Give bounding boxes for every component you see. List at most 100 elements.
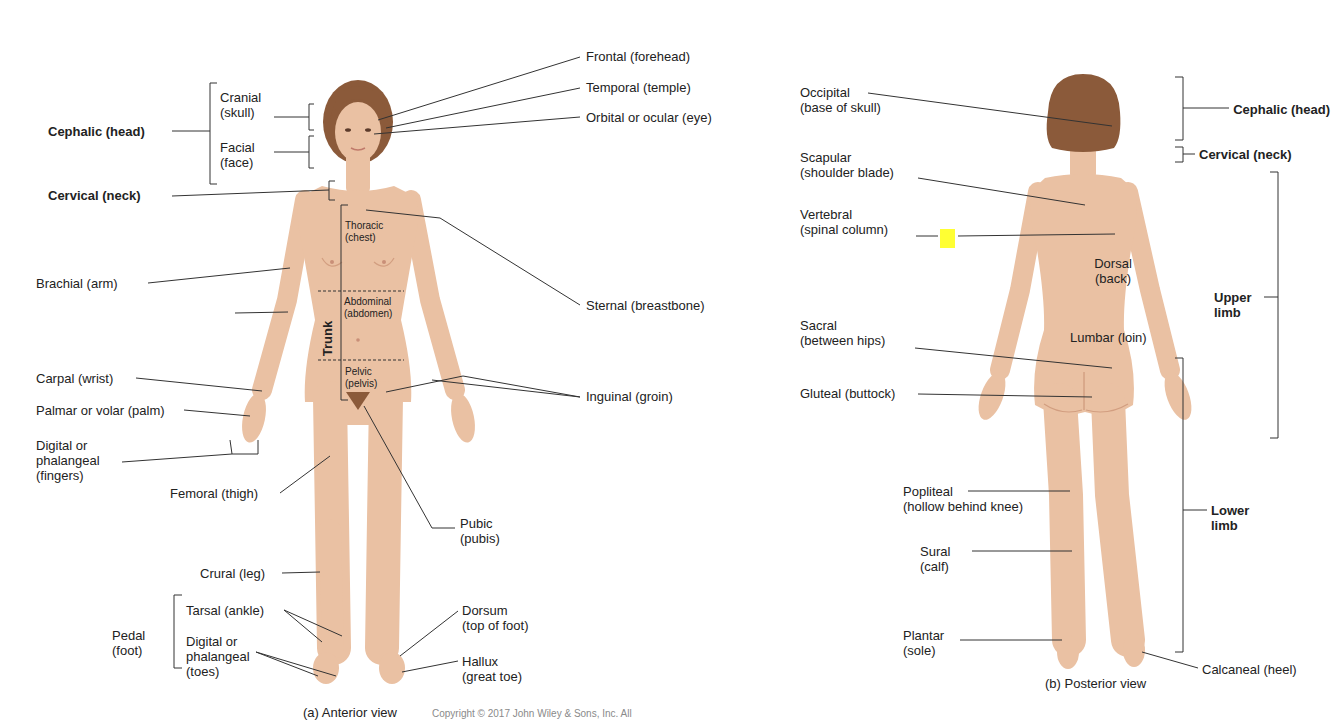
label-line: (fingers): [36, 468, 110, 483]
region-label: Abdominal (abdomen): [344, 296, 392, 320]
region-label: Cranial (skull): [220, 90, 261, 120]
label-line: Sural: [920, 544, 950, 559]
label-line: Carpal (wrist): [36, 371, 113, 386]
region-label: Vertebral (spinal column): [800, 207, 888, 237]
region-label: Plantar (sole): [903, 628, 944, 658]
region-label: Frontal (forehead): [586, 49, 690, 64]
label-line: Scapular: [800, 150, 894, 165]
label-line: Cervical (neck): [1199, 147, 1292, 162]
label-line: Tarsal (ankle): [186, 603, 264, 618]
label-line: Pelvic: [345, 366, 377, 378]
label-line: Plantar: [903, 628, 944, 643]
posterior-figure: [973, 74, 1197, 669]
label-line: Sacral: [800, 318, 885, 333]
region-label: Femoral (thigh): [170, 486, 258, 501]
region-label: Inguinal (groin): [586, 389, 673, 404]
label-line: (abdomen): [344, 308, 392, 320]
region-label: Orbital or ocular (eye): [586, 110, 712, 125]
label-line: Orbital or ocular (eye): [586, 110, 712, 125]
label-line: Thoracic: [345, 220, 383, 232]
region-label: Sternal (breastbone): [586, 298, 705, 313]
region-label: Brachial (arm): [36, 276, 118, 291]
region-group-label: Lower limb: [1211, 503, 1255, 533]
label-line: Lower limb: [1211, 503, 1255, 533]
label-line: Occipital: [800, 85, 881, 100]
region-label: Occipital (base of skull): [800, 85, 881, 115]
label-line: (foot): [112, 643, 145, 658]
label-line: (great toe): [462, 669, 522, 684]
region-label: Facial (face): [220, 140, 255, 170]
label-line: Cephalic (head): [48, 124, 145, 139]
label-line: Digital or phalangeal: [36, 438, 110, 468]
label-line: Inguinal (groin): [586, 389, 673, 404]
label-line: Cranial: [220, 90, 261, 105]
label-line: (hollow behind knee): [903, 499, 1023, 514]
region-label: Copyright © 2017 John Wiley & Sons, Inc.…: [432, 708, 632, 720]
label-line: Brachial (arm): [36, 276, 118, 291]
region-label: Crural (leg): [200, 566, 265, 581]
label-line: (sole): [903, 643, 944, 658]
label-line: (face): [220, 155, 255, 170]
label-line: Cephalic (head): [1233, 102, 1330, 117]
region-label: Sural (calf): [920, 544, 950, 574]
label-line: (spinal column): [800, 222, 888, 237]
label-line: Upper limb: [1214, 290, 1258, 320]
region-label: Pelvic (pelvis): [345, 366, 377, 390]
region-label: Hallux (great toe): [462, 654, 522, 684]
label-line: (pelvis): [345, 378, 377, 390]
label-line: (back): [1094, 271, 1132, 286]
label-line: Lumbar (loin): [1070, 330, 1147, 345]
label-line: Copyright © 2017 John Wiley & Sons, Inc.…: [432, 708, 632, 720]
region-label: Popliteal (hollow behind knee): [903, 484, 1023, 514]
highlight-box: [940, 229, 955, 248]
label-line: Dorsum: [462, 603, 528, 618]
label-line: (b) Posterior view: [1045, 676, 1146, 691]
region-group-label: Cephalic (head): [48, 124, 145, 139]
label-line: Digital or phalangeal: [186, 634, 260, 664]
region-label: Lumbar (loin): [1070, 330, 1147, 345]
label-line: Vertebral: [800, 207, 888, 222]
label-line: Facial: [220, 140, 255, 155]
label-line: (skull): [220, 105, 261, 120]
label-line: Palmar or volar (palm): [36, 403, 165, 418]
label-line: Temporal (temple): [586, 80, 691, 95]
label-line: Popliteal: [903, 484, 1023, 499]
label-line: Dorsal: [1094, 256, 1132, 271]
label-line: (top of foot): [462, 618, 528, 633]
region-label: Digital or phalangeal (fingers): [36, 438, 110, 483]
region-label: Calcaneal (heel): [1202, 662, 1297, 677]
label-line: (a) Anterior view: [303, 705, 397, 720]
label-line: Sternal (breastbone): [586, 298, 705, 313]
label-line: (chest): [345, 232, 383, 244]
anterior-figure: [238, 80, 479, 684]
label-line: Frontal (forehead): [586, 49, 690, 64]
region-group-label: Cephalic (head): [1233, 102, 1330, 117]
region-group-label: Trunk: [321, 320, 336, 355]
region-group-label: Upper limb: [1214, 290, 1258, 320]
label-line: Crural (leg): [200, 566, 265, 581]
leader-lines: [122, 57, 580, 676]
region-label: Tarsal (ankle): [186, 603, 264, 618]
label-line: Hallux: [462, 654, 522, 669]
region-label: (b) Posterior view: [1045, 676, 1146, 691]
region-label: Palmar or volar (palm): [36, 403, 165, 418]
region-label: Carpal (wrist): [36, 371, 113, 386]
label-line: Trunk: [321, 320, 336, 355]
region-label: (a) Anterior view: [303, 705, 397, 720]
region-label: Dorsum (top of foot): [462, 603, 528, 633]
region-label: Sacral (between hips): [800, 318, 885, 348]
label-line: Pubic: [460, 516, 500, 531]
region-label: Pubic (pubis): [460, 516, 500, 546]
label-line: Gluteal (buttock): [800, 386, 895, 401]
region-group-label: Cervical (neck): [1199, 147, 1292, 162]
region-label: Dorsal (back): [1094, 256, 1132, 286]
label-line: (calf): [920, 559, 950, 574]
label-line: (base of skull): [800, 100, 881, 115]
label-line: Femoral (thigh): [170, 486, 258, 501]
label-line: (between hips): [800, 333, 885, 348]
region-group-label: Cervical (neck): [48, 188, 141, 203]
region-label: Gluteal (buttock): [800, 386, 895, 401]
region-label: Pedal (foot): [112, 628, 145, 658]
label-line: Pedal: [112, 628, 145, 643]
